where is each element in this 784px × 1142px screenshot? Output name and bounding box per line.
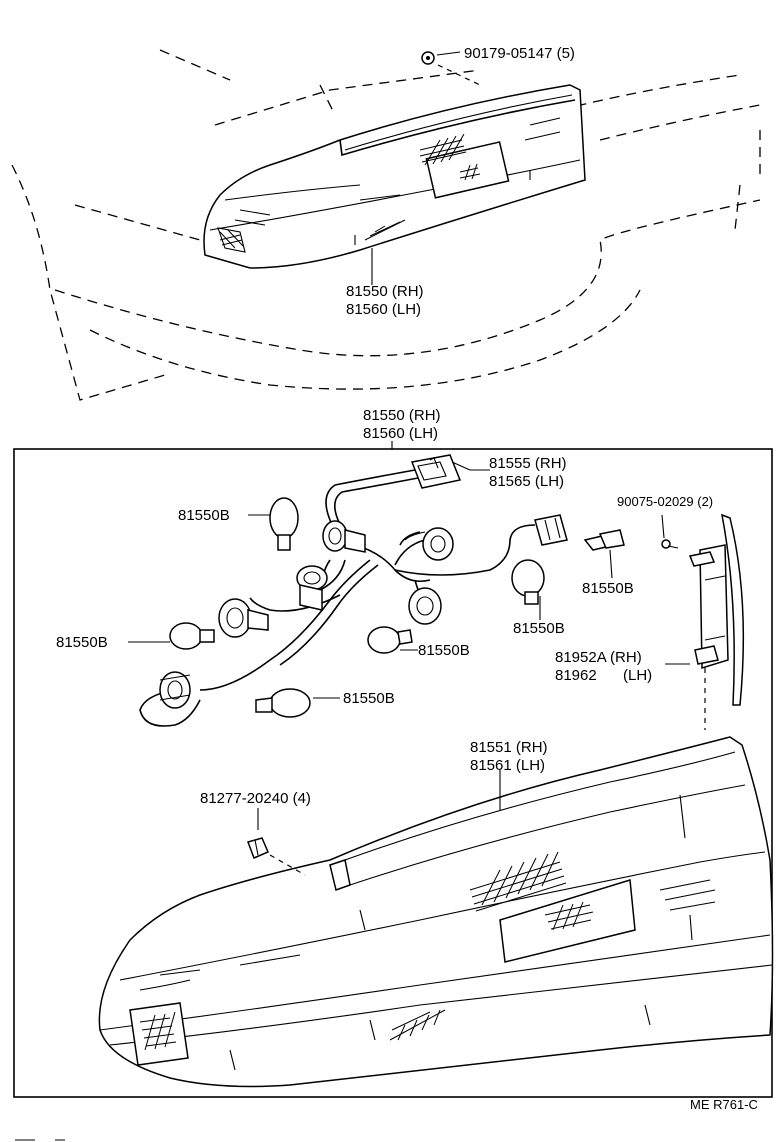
bulb-small-wedge: [583, 529, 625, 551]
lamp-top-label-rh: 81550 (RH): [346, 283, 424, 300]
gasket-label-lh-side: (LH): [623, 667, 652, 684]
bulb-label-6: 81550B: [343, 690, 395, 707]
bulb-leaders: [128, 469, 613, 699]
bulb-left-upper: [269, 497, 299, 551]
bulb-label-1: 81550B: [178, 507, 230, 524]
bulb-center: [367, 626, 413, 654]
lens-label-rh: 81551 (RH): [470, 739, 548, 756]
connector: [410, 454, 471, 489]
nut-top-part: [421, 51, 481, 86]
bulbs: [169, 497, 625, 718]
bulb-label-4: 81550B: [56, 634, 108, 651]
gasket-label-rh: 81952A (RH): [555, 649, 642, 666]
socket-label-rh: 81555 (RH): [489, 455, 567, 472]
exploded-view-frame: [13, 448, 773, 1098]
bulb-right: [511, 559, 545, 605]
gasket-side: [688, 513, 745, 730]
assy-label-rh: 81550 (RH): [363, 407, 441, 424]
assy-label-lh: 81560 (LH): [363, 425, 438, 442]
bulb-sockets: [159, 514, 568, 709]
bulb-lower: [255, 688, 311, 718]
reference-code: ME R761-C: [690, 1097, 758, 1112]
bulb-label-3: 81550B: [513, 620, 565, 637]
nut-top-label: 90179-05147 (5): [464, 45, 575, 62]
clip-label: 81277-20240 (4): [200, 790, 311, 807]
tail-lamp-installed: [203, 84, 586, 269]
socket-label-lh: 81565 (LH): [489, 473, 564, 490]
lens-label-lh: 81561 (LH): [470, 757, 545, 774]
bulb-left-middle: [169, 622, 215, 650]
bulb-label-2: 81550B: [582, 580, 634, 597]
vehicle-rear-illustration: [11, 49, 761, 401]
gasket-label-lh-number: 81962: [555, 667, 597, 684]
lens-hatching: [139, 851, 594, 1051]
clip-part: [247, 808, 306, 876]
lamp-top-label-lh: 81560 (LH): [346, 301, 421, 318]
screw-part: [661, 514, 679, 549]
screw-label: 90075-02029 (2): [617, 494, 713, 509]
bulb-label-5: 81550B: [418, 642, 470, 659]
